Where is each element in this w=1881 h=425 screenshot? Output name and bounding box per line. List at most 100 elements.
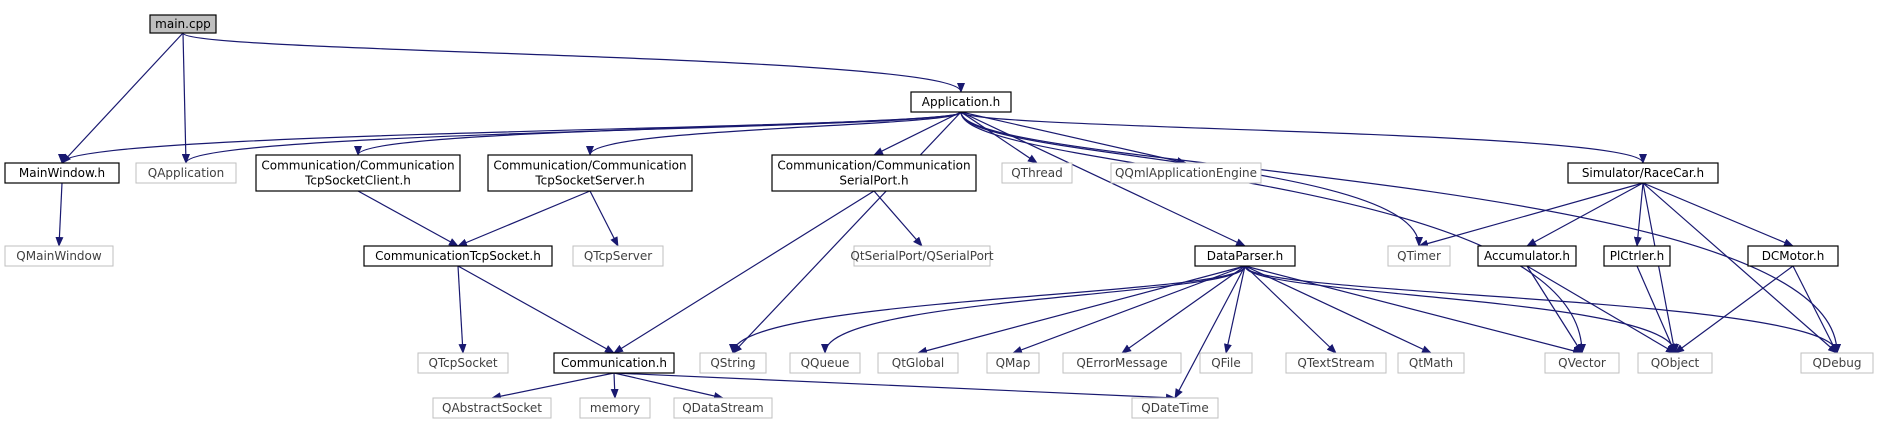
- edge-application_h-to-comm_server_h: [586, 111, 962, 156]
- edge-comm_serial_h-to-communication_h: [613, 190, 875, 354]
- node-qdatetime: QDateTime: [1131, 397, 1219, 419]
- node-box: [1747, 245, 1839, 267]
- node-label: QTimer: [1397, 249, 1441, 263]
- edge-main_cpp-to-application_h: [182, 32, 965, 93]
- node-qqmlengine: QQmlApplicationEngine: [1110, 162, 1262, 184]
- edge-application_h-to-comm_serial_h: [873, 111, 962, 156]
- edge-application_h-to-qthread: [960, 111, 1038, 164]
- node-label: MainWindow.h: [19, 166, 105, 180]
- edge-dataparser_h-to-qdatetime: [1174, 265, 1246, 399]
- node-box: [1285, 352, 1387, 374]
- node-box: [699, 352, 767, 374]
- node-label: Communication.h: [561, 356, 667, 370]
- node-label: QApplication: [148, 166, 225, 180]
- node-box: [255, 154, 461, 192]
- node-box: [1199, 352, 1253, 374]
- node-label: TcpSocketClient.h: [304, 174, 411, 188]
- node-label: memory: [590, 401, 640, 415]
- node-application-h[interactable]: Application.h: [910, 91, 1012, 113]
- node-qmainwindow: QMainWindow: [4, 245, 114, 267]
- node-qtimer: QTimer: [1387, 245, 1451, 267]
- node-label: QMainWindow: [16, 249, 102, 263]
- node-racecar-h[interactable]: Simulator/RaceCar.h: [1567, 162, 1719, 184]
- edge-dataparser_h-to-qobject: [1244, 265, 1679, 354]
- node-qthread: QThread: [1001, 162, 1073, 184]
- node-qvector: QVector: [1544, 352, 1620, 374]
- node-dcmotor-h[interactable]: DCMotor.h: [1747, 245, 1839, 267]
- node-qfile: QFile: [1199, 352, 1253, 374]
- node-label: QTcpSocket: [428, 356, 497, 370]
- node-label: QtSerialPort/QSerialPort: [850, 249, 993, 263]
- node-comm-tcpsocket-h[interactable]: CommunicationTcpSocket.h: [363, 245, 553, 267]
- edge-mainwindow_h-to-qmainwindow: [55, 182, 64, 247]
- node-box: [771, 154, 977, 192]
- node-label: Application.h: [922, 95, 1000, 109]
- node-box: [4, 162, 120, 184]
- edge-racecar_h-to-qtimer: [1418, 182, 1644, 248]
- edge-dataparser_h-to-qfile: [1224, 265, 1246, 354]
- edge-communication_h-to-memory: [610, 372, 619, 399]
- edge-communication_h-to-qabstractsocket: [491, 372, 615, 401]
- edge-dataparser_h-to-qstring: [729, 265, 1246, 354]
- node-label: QtMath: [1409, 356, 1453, 370]
- node-box: [877, 352, 959, 374]
- node-plctrler-h[interactable]: PlCtrler.h: [1603, 245, 1671, 267]
- edge-dataparser_h-to-qtextstream: [1244, 265, 1337, 354]
- edge-application_h-to-qqmlengine: [960, 111, 1187, 165]
- node-qdatastream: QDataStream: [673, 397, 773, 419]
- node-label: main.cpp: [155, 17, 211, 31]
- node-main-cpp[interactable]: main.cpp: [149, 14, 217, 34]
- node-label: QObject: [1651, 356, 1700, 370]
- node-box: [1194, 245, 1296, 267]
- node-label: QAbstractSocket: [442, 401, 542, 415]
- node-box: [1477, 245, 1577, 267]
- edge-dataparser_h-to-qvector: [1244, 265, 1583, 355]
- node-comm-client-h[interactable]: Communication/CommunicationTcpSocketClie…: [255, 154, 461, 192]
- node-box: [417, 352, 509, 374]
- node-qmap: QMap: [986, 352, 1040, 374]
- node-box: [149, 14, 217, 34]
- edge-dcmotor_h-to-qdebug: [1792, 265, 1838, 354]
- node-box: [135, 162, 237, 184]
- node-box: [853, 245, 991, 267]
- node-dataparser-h[interactable]: DataParser.h: [1194, 245, 1296, 267]
- node-box: [1397, 352, 1465, 374]
- node-label: Communication/Communication: [777, 159, 970, 173]
- edge-dataparser_h-to-qerrormessage: [1121, 265, 1246, 354]
- node-qstring: QString: [699, 352, 767, 374]
- node-box: [1544, 352, 1620, 374]
- node-box: [4, 245, 114, 267]
- edge-racecar_h-to-qdebug: [1642, 182, 1838, 354]
- edge-dataparser_h-to-qtmath: [1244, 265, 1432, 354]
- node-mainwindow-h[interactable]: MainWindow.h: [4, 162, 120, 184]
- node-box: [910, 91, 1012, 113]
- edge-dcmotor_h-to-qobject: [1674, 265, 1794, 354]
- node-qtextstream: QTextStream: [1285, 352, 1387, 374]
- node-qabstractsocket: QAbstractSocket: [432, 397, 552, 419]
- node-label: QVector: [1558, 356, 1606, 370]
- node-qdebug: QDebug: [1800, 352, 1874, 374]
- node-comm-server-h[interactable]: Communication/CommunicationTcpSocketServ…: [487, 154, 693, 192]
- node-label: QQueue: [801, 356, 850, 370]
- node-qtcpserver: QTcpServer: [572, 245, 664, 267]
- node-label: QDebug: [1813, 356, 1862, 370]
- node-label: Simulator/RaceCar.h: [1582, 166, 1704, 180]
- edge-racecar_h-to-dcmotor_h: [1642, 182, 1794, 247]
- edge-main_cpp-to-mainwindow_h: [61, 32, 184, 164]
- node-label: QTextStream: [1297, 356, 1374, 370]
- node-accumulator-h[interactable]: Accumulator.h: [1477, 245, 1577, 267]
- node-box: [986, 352, 1040, 374]
- node-box: [363, 245, 553, 267]
- node-communication-h[interactable]: Communication.h: [553, 352, 675, 374]
- node-qserialport: QtSerialPort/QSerialPort: [850, 245, 994, 267]
- node-label: Communication/Communication: [493, 159, 686, 173]
- edge-comm_tcpsocket_h-to-qtcpsocket: [457, 265, 467, 354]
- node-label: CommunicationTcpSocket.h: [375, 249, 541, 263]
- node-box: [553, 352, 675, 374]
- node-box: [1387, 245, 1451, 267]
- edge-application_h-to-qstring: [732, 111, 962, 354]
- node-label: Communication/Communication: [261, 159, 454, 173]
